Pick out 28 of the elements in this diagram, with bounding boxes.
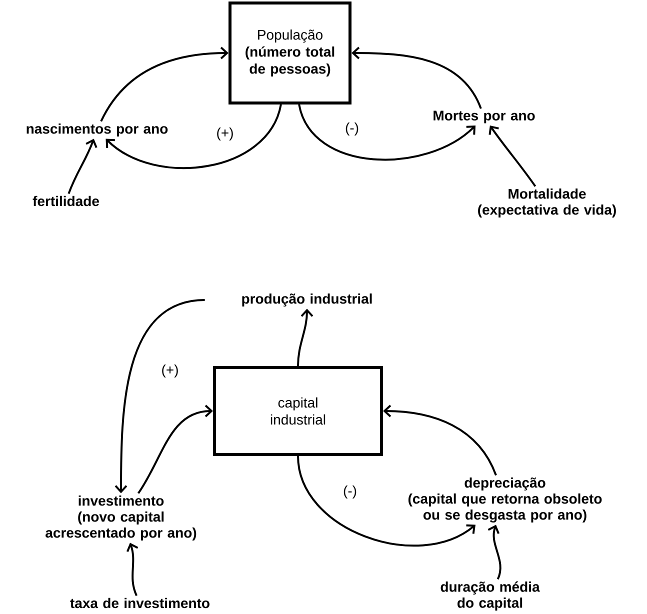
arrow [100,46,228,122]
arrow [383,404,497,476]
arrow [106,104,282,169]
loop-sign: (-) [346,122,358,136]
variable-label: Mortes por ano [434,110,535,124]
arrow [488,125,536,187]
loop-sign: (-) [344,485,356,499]
stock-box: capital industrial [213,366,383,456]
variable-label: fertilidade [32,196,99,206]
stock-box: População (número total de pessoas) [228,2,352,104]
variable-label: investimento (novo capital acrescentado por ano) [46,495,196,541]
variable-label: taxa de investimento [70,598,210,608]
variable-label: depreciação (capital que retorna obsoleto ou se desgasta por ano) [408,477,602,523]
variable-label: duração média do capital [440,581,540,611]
arrow [68,138,98,194]
arrow [126,542,138,596]
loop-sign: (+) [217,127,233,141]
variable-label: Mortalidade (expectativa de vida) [478,188,616,218]
arrow [298,104,476,160]
arrow [137,404,213,494]
loop-sign: (+) [162,364,178,378]
arrow [488,524,502,580]
arrow [297,456,476,546]
variable-label: nascimentos por ano [26,123,168,137]
arrow [352,46,482,109]
arrow [297,308,314,366]
arrow [114,299,205,494]
variable-label: produção industrial [242,293,372,307]
